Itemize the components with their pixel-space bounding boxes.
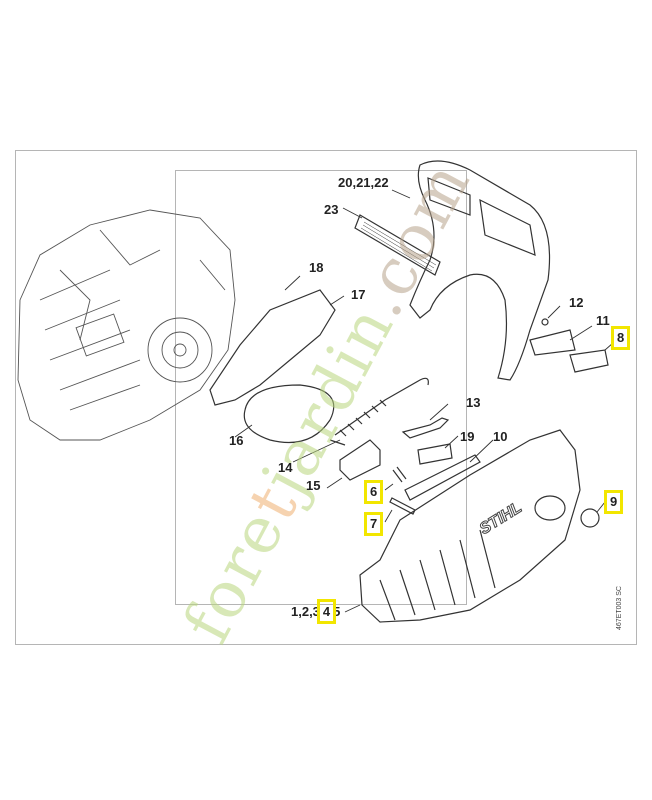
label-1-2-3: 1,2,3 (291, 604, 320, 619)
sprocket-cover-drawing (359, 429, 581, 623)
label-18: 18 (309, 260, 324, 275)
drawing-code: 467ET003 SC (616, 586, 623, 630)
spring-plate-drawing (401, 417, 450, 439)
label-8-highlighted: 8 (610, 326, 631, 350)
label-15: 15 (306, 478, 321, 493)
label-19: 19 (460, 429, 475, 444)
label-7-highlighted: 7 (363, 512, 384, 536)
label-10: 10 (493, 429, 508, 444)
label-5: 5 (333, 604, 341, 619)
label-20-21-22: 20,21,22 (338, 175, 389, 190)
label-14: 14 (278, 460, 293, 475)
collar-nut-drawing (580, 508, 600, 528)
label-16: 16 (229, 433, 244, 448)
bolt-drawing (389, 497, 416, 515)
brake-band-drawing (243, 384, 335, 444)
label-12: 12 (569, 295, 584, 310)
diagram-inner-frame (175, 170, 467, 605)
pin-drawing (392, 466, 407, 483)
brake-linkage-drawing (529, 318, 609, 373)
label-13: 13 (466, 395, 481, 410)
diagram-frame (15, 150, 637, 645)
leader-lines (234, 189, 614, 613)
engine-block-drawing (17, 209, 236, 441)
decal-plate-drawing (354, 214, 441, 276)
label-4-highlighted: 4 (316, 599, 337, 624)
side-plate-drawing (209, 289, 336, 406)
rail-plate-drawing (404, 454, 481, 501)
brake-lever-drawing (339, 439, 381, 481)
spring-drawing (329, 377, 429, 446)
label-9-highlighted: 9 (603, 490, 624, 514)
front-handle-drawing (409, 160, 551, 381)
label-6-highlighted: 6 (363, 480, 384, 504)
slider-drawing (417, 443, 453, 465)
label-11: 11 (596, 313, 610, 328)
label-17: 17 (351, 287, 366, 302)
label-23: 23 (324, 202, 339, 217)
